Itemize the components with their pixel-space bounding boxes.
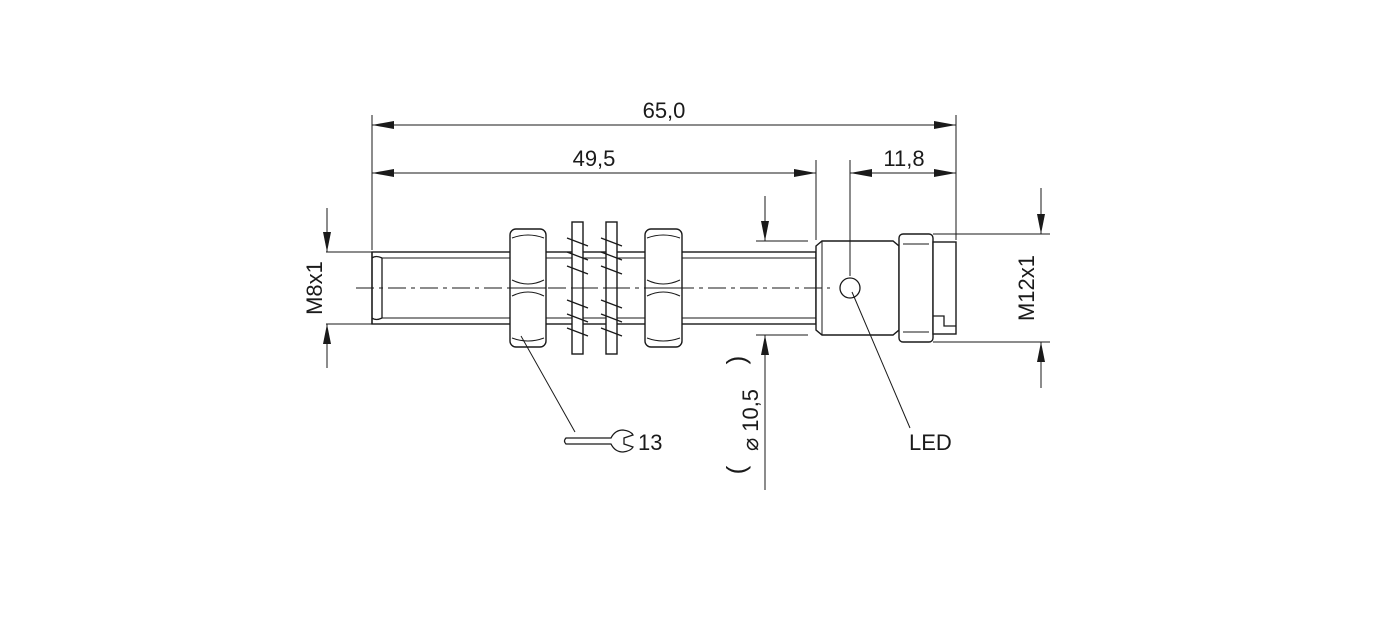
dimension-thread-front: M8x1 [302,208,372,368]
sensor-body [356,221,957,355]
paren-open: ( [721,465,751,474]
led-window [839,277,861,299]
overall-length-label: 65,0 [643,98,686,123]
dimension-connector-length: 11,8 [849,146,956,276]
dimension-overall-length: 65,0 [371,98,957,250]
wrench-size-label: 13 [638,430,662,455]
wrench-icon [563,429,634,453]
wrench-size-callout: 13 [520,335,662,455]
thread-connector-label: M12x1 [1014,255,1039,321]
led-callout: LED [851,291,952,455]
dimension-thread-connector: M12x1 [933,188,1050,388]
dimension-body-length: 49,5 [372,146,817,240]
led-label: LED [909,430,952,455]
connector-m12 [898,233,957,343]
body-length-label: 49,5 [573,146,616,171]
diameter-label: ⌀10,5 [738,389,763,451]
thread-front-label: M8x1 [302,261,327,315]
dimension-diameter: ⌀10,5 ( ) [721,196,808,490]
paren-close: ) [721,356,751,365]
connector-length-label: 11,8 [883,146,924,171]
